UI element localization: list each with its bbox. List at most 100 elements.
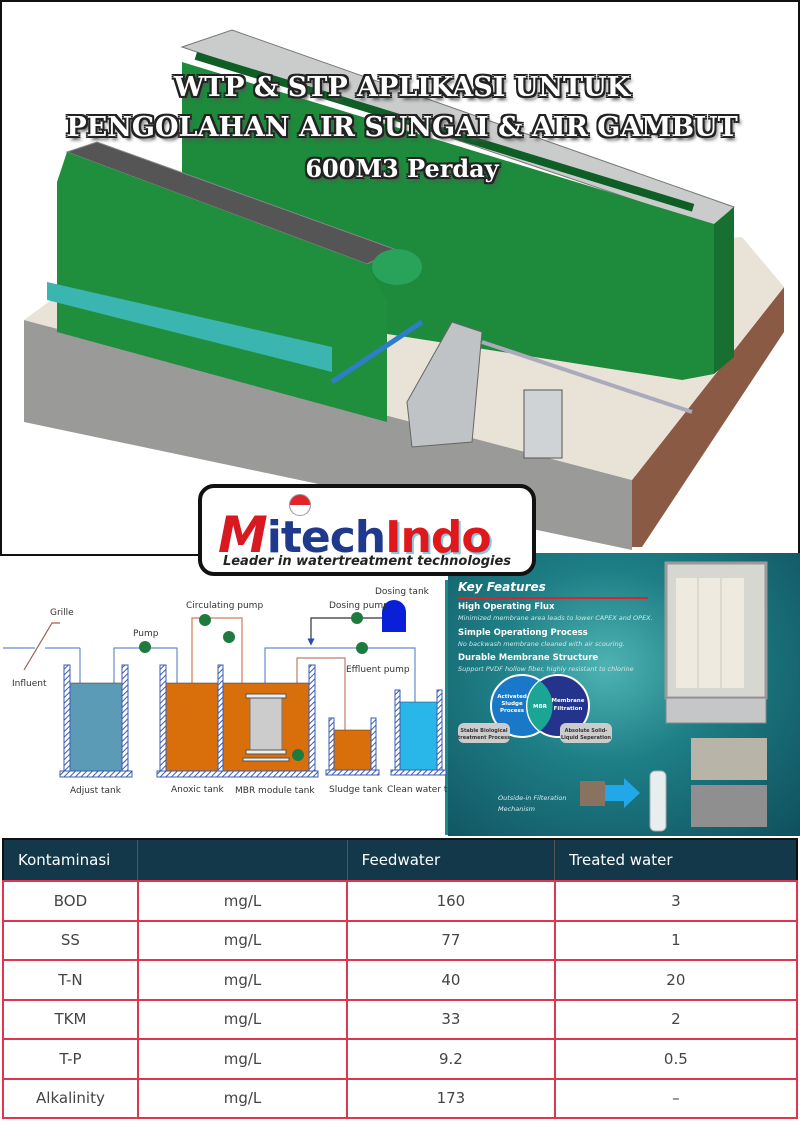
- venn-left-label: Process: [500, 708, 525, 714]
- grille-icon: [23, 622, 60, 671]
- label-dosing-tank: Dosing tank: [375, 587, 430, 597]
- effluent-pump-icon: [356, 642, 368, 654]
- membrane-module: [523, 389, 563, 459]
- blower-pump-icon: [223, 631, 235, 643]
- cell-unit: mg/L: [136, 1077, 349, 1119]
- logo-word-itech: itech: [266, 512, 386, 563]
- label-effluent-pump: Effluent pump: [346, 665, 410, 675]
- mechanism-label: Outside-in Filteration: [498, 794, 566, 802]
- cell-parameter: TKM: [2, 998, 139, 1040]
- process-diagram: Grille Influent Pump Circulating pump Do…: [0, 580, 465, 835]
- adjust-tank: [59, 664, 133, 778]
- back-tank-rail: [194, 52, 695, 212]
- fiber-microscope-image: [691, 785, 767, 827]
- cell-treated: –: [553, 1077, 799, 1119]
- label-dosing-pump: Dosing pump: [329, 601, 389, 611]
- feature-title: High Operating Flux: [458, 602, 555, 612]
- cell-treated: 0.5: [553, 1038, 799, 1080]
- label-mbr-tank: MBR module tank: [235, 786, 315, 796]
- key-features-heading: Key Features: [458, 580, 546, 594]
- cell-feedwater: 173: [346, 1077, 556, 1119]
- label-circulating-pump: Circulating pump: [186, 601, 263, 611]
- filtration-illustration: [580, 781, 605, 806]
- logo-word-indo: Indo: [385, 512, 491, 563]
- title-line-3: 600M3 Perday: [305, 154, 499, 183]
- header-unit: [137, 838, 348, 882]
- cell-parameter: T-P: [2, 1038, 139, 1080]
- venn-left-caption: Stable Biological: [460, 728, 508, 734]
- cell-unit: mg/L: [136, 959, 349, 1001]
- sludge-tank: [325, 717, 380, 776]
- header-kontaminasi: Kontaminasi: [2, 838, 139, 882]
- circulating-pump-icon: [199, 614, 211, 626]
- brick-base: [632, 287, 784, 547]
- mechanism-label: Mechanism: [498, 805, 535, 813]
- cell-parameter: T-N: [2, 959, 139, 1001]
- cell-feedwater: 33: [346, 998, 556, 1040]
- label-adjust-tank: Adjust tank: [70, 786, 122, 796]
- dosing-tank-icon: [382, 600, 406, 632]
- cell-feedwater: 77: [346, 919, 556, 961]
- venn-left-label: Activated: [497, 694, 527, 700]
- hollow-fiber-icon: [649, 770, 667, 832]
- venn-center-label: MBR: [533, 704, 548, 710]
- venn-left-caption: treatment Process: [458, 735, 510, 741]
- cell-feedwater: 9.2: [346, 1038, 556, 1080]
- venn-right-caption: Liquid Seperation: [561, 735, 611, 741]
- mbr-venn-diagram: Activated Sludge Process MBR Membrane Fi…: [458, 561, 768, 832]
- feature-title: Durable Membrane Structure: [458, 653, 599, 663]
- feature-desc: No backwash membrane cleaned with air sc…: [458, 640, 625, 648]
- header-treated-water: Treated water: [554, 838, 798, 882]
- cell-unit: mg/L: [136, 919, 349, 961]
- logo-tagline: Leader in watertreatment technologies: [222, 554, 512, 569]
- header-feedwater: Feedwater: [346, 838, 556, 882]
- logo-wave-mark: M: [218, 506, 268, 564]
- venn-right-caption: Absolute Solid-: [565, 728, 608, 734]
- label-anoxic-tank: Anoxic tank: [171, 785, 224, 795]
- venn-right-label: Filtration: [554, 706, 583, 712]
- feature-desc: Minimized membrane area leads to lower C…: [458, 614, 653, 622]
- cell-parameter: Alkalinity: [2, 1077, 139, 1119]
- title-line-1: WTP & STP APLIKASI UNTUK: [173, 72, 631, 103]
- title-line-2: PENGOLAHAN AIR SUNGAI & AIR GAMBUT: [66, 112, 738, 143]
- cell-treated: 1: [553, 919, 799, 961]
- label-grille: Grille: [50, 608, 74, 618]
- logo-wordmark: MitechIndo: [218, 506, 492, 564]
- label-influent: Influent: [12, 679, 47, 689]
- venn-left-label: Sludge: [501, 701, 523, 707]
- cell-treated: 20: [553, 959, 799, 1001]
- cell-treated: 2: [553, 998, 799, 1040]
- indonesia-flag-icon: [289, 494, 311, 516]
- plant-render-panel: WTP & STP APLIKASI UNTUK PENGOLAHAN AIR …: [0, 0, 800, 556]
- heading-underline: [458, 597, 648, 599]
- cell-parameter: SS: [2, 919, 139, 961]
- cell-unit: mg/L: [136, 880, 349, 922]
- key-features-panel: Key Features High Operating Flux Minimiz…: [448, 553, 800, 836]
- label-clean-water-tank: Clean water tank: [387, 785, 448, 795]
- back-tank-side: [714, 207, 734, 374]
- cell-feedwater: 40: [346, 959, 556, 1001]
- feature-title: Simple Operationg Process: [458, 628, 588, 638]
- label-sludge-tank: Sludge tank: [329, 785, 383, 795]
- pump-icon: [139, 641, 151, 653]
- dosing-pump-icon: [351, 612, 363, 624]
- mbr-membrane-module-icon: [249, 697, 283, 753]
- feature-desc: Support PVDF hollow fiber, highly resist…: [458, 665, 634, 673]
- venn-right-label: Membrane: [552, 698, 585, 704]
- anoxic-mbr-tank: [156, 664, 319, 778]
- front-tank-teal-strip: [47, 282, 332, 372]
- fiber-closeup-image: [691, 738, 767, 780]
- label-pump: Pump: [133, 629, 159, 639]
- sludge-pump-icon: [292, 749, 304, 761]
- screw-press: [406, 321, 483, 448]
- clean-water-tank: [390, 689, 447, 776]
- cell-unit: mg/L: [136, 998, 349, 1040]
- cell-treated: 3: [553, 880, 799, 922]
- plant-3d-render: [24, 29, 784, 550]
